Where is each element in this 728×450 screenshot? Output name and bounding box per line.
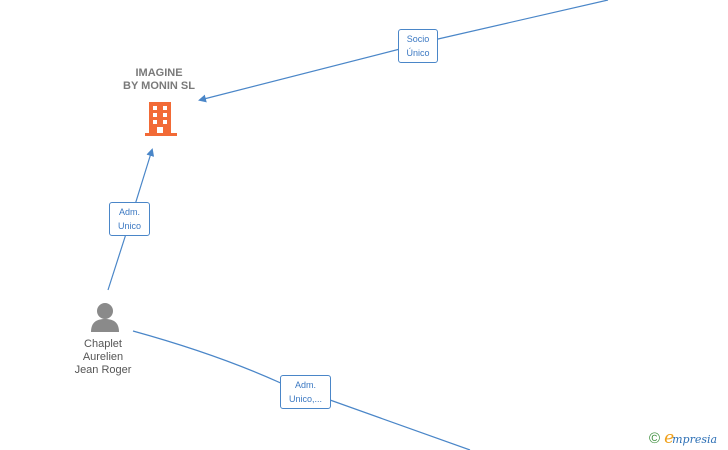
person-name-label[interactable]: Chaplet Aurelien Jean Roger [57, 338, 149, 377]
edge-label-line1: Adm. [118, 207, 140, 217]
edge-label-line2: Unico [117, 221, 141, 231]
empresia-watermark: © empresia [649, 428, 717, 448]
person-name-line2: Aurelien [82, 351, 124, 363]
edge-label-socio-unico[interactable]: Socio Único [398, 29, 438, 63]
copyright-icon: © [649, 429, 661, 447]
brand-initial: e [664, 428, 675, 448]
person-icon[interactable] [89, 302, 121, 332]
company-name-label[interactable]: IMAGINE BY MONIN SL [100, 67, 218, 93]
edge-label-adm-unico-multi[interactable]: Adm. Unico,... [280, 375, 331, 409]
company-name-line1: IMAGINE [135, 67, 183, 79]
edge-label-line1: Adm. [294, 380, 316, 390]
building-icon[interactable] [145, 102, 177, 136]
edge-adm-unico [107, 148, 155, 291]
edge-label-adm-unico[interactable]: Adm. Unico [109, 202, 150, 236]
edge-label-line2: Unico,... [288, 394, 322, 404]
person-name-line1: Chaplet [84, 338, 122, 350]
company-name-line2: BY MONIN SL [123, 80, 195, 92]
brand-logo: empresia [664, 428, 717, 448]
edge-label-line2: Único [406, 48, 430, 58]
person-name-line3: Jean Roger [74, 364, 132, 376]
edge-label-line1: Socio [406, 34, 430, 44]
brand-rest: mpresia [672, 433, 718, 446]
